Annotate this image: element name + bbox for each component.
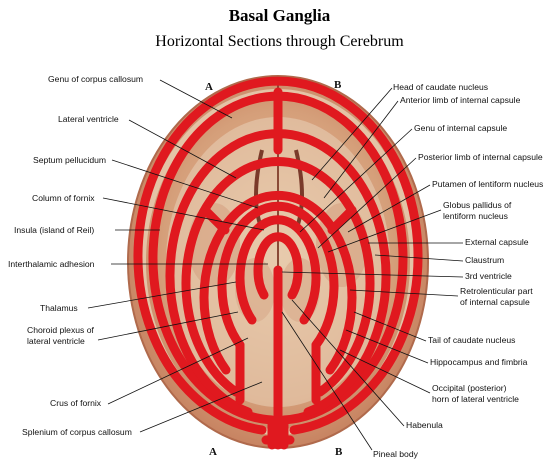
label-external-capsule: External capsule xyxy=(465,237,529,247)
leader-crus-of-fornix xyxy=(107,337,249,405)
section-mark-a-bottom: A xyxy=(209,446,217,458)
label-third-ventricle: 3rd ventricle xyxy=(465,271,512,281)
label-interthalamic-adhesion: Interthalamic adhesion xyxy=(8,259,95,269)
label-globus-pallidus-line1: Globus pallidus of xyxy=(443,200,512,210)
leader-lateral-ventricle xyxy=(128,119,237,179)
leader-occipital-horn xyxy=(339,349,431,394)
label-choroid-plexus-line2: lateral ventricle xyxy=(27,336,85,346)
label-lateral-ventricle: Lateral ventricle xyxy=(58,114,119,124)
label-thalamus: Thalamus xyxy=(40,303,78,313)
leader-choroid-plexus xyxy=(97,311,239,341)
leader-anterior-limb xyxy=(323,100,399,199)
label-anterior-limb: Anterior limb of internal capsule xyxy=(400,95,521,105)
leader-retrolenticular xyxy=(349,289,459,297)
label-posterior-limb: Posterior limb of internal capsule xyxy=(418,152,543,162)
leader-genu-internal-capsule xyxy=(299,128,413,233)
label-habenula: Habenula xyxy=(406,420,443,430)
label-occipital-horn-line2: horn of lateral ventricle xyxy=(432,394,519,404)
label-hippocampus: Hippocampus and fimbria xyxy=(430,357,528,367)
leader-putamen xyxy=(347,184,431,233)
label-putamen: Putamen of lentiform nucleus xyxy=(432,179,543,189)
label-septum-pellucidum: Septum pellucidum xyxy=(33,155,106,165)
label-choroid-plexus-line1: Choroid plexus of xyxy=(27,325,94,335)
leader-third-ventricle xyxy=(281,271,464,278)
diagram-subtitle: Horizontal Sections through Cerebrum xyxy=(155,33,404,50)
label-column-of-fornix: Column of fornix xyxy=(32,193,95,203)
label-insula: Insula (island of Reil) xyxy=(14,225,94,235)
diagram-title: Basal Ganglia xyxy=(228,6,331,25)
leader-septum-pellucidum xyxy=(111,159,259,209)
leader-habenula xyxy=(291,299,405,427)
leader-head-caudate xyxy=(311,87,393,181)
label-pineal-body: Pineal body xyxy=(373,449,419,459)
label-genu-internal-capsule: Genu of internal capsule xyxy=(414,123,507,133)
label-crus-of-fornix: Crus of fornix xyxy=(50,398,102,408)
label-tail-caudate: Tail of caudate nucleus xyxy=(428,335,515,345)
leader-pineal-body xyxy=(281,311,373,451)
label-genu-corpus-callosum: Genu of corpus callosum xyxy=(48,74,143,84)
leader-column-of-fornix xyxy=(102,197,265,231)
leader-genu-corpus-callosum xyxy=(159,79,233,119)
label-retrolenticular-line2: of internal capsule xyxy=(460,297,530,307)
leader-hippocampus xyxy=(345,329,429,364)
label-claustrum: Claustrum xyxy=(465,255,504,265)
leader-thalamus xyxy=(87,281,237,309)
red-maze-overlay xyxy=(133,76,423,450)
section-mark-b-top: B xyxy=(334,79,342,91)
section-mark-b-bottom: B xyxy=(335,446,343,458)
section-mark-a-top: A xyxy=(205,81,213,93)
leader-tail-caudate xyxy=(353,311,427,342)
label-splenium: Splenium of corpus callosum xyxy=(22,427,132,437)
label-retrolenticular-line1: Retrolenticular part xyxy=(460,286,533,296)
label-occipital-horn-line1: Occipital (posterior) xyxy=(432,383,507,393)
leader-globus-pallidus xyxy=(327,209,442,253)
leader-splenium xyxy=(139,381,263,433)
leader-claustrum xyxy=(374,254,464,262)
label-globus-pallidus-line2: lentiform nucleus xyxy=(443,211,508,221)
label-head-caudate: Head of caudate nucleus xyxy=(393,82,488,92)
leader-posterior-limb xyxy=(317,157,417,249)
